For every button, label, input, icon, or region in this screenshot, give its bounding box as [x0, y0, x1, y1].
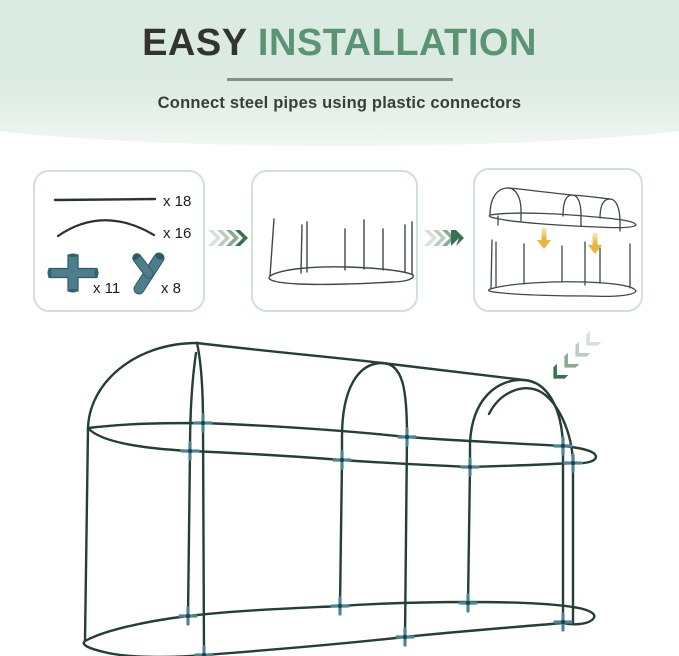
count-y-connector: x 8 — [161, 280, 182, 297]
count-curved-pipe: x 16 — [163, 225, 192, 242]
title-green: INSTALLATION — [257, 22, 537, 64]
header-background — [0, 0, 679, 146]
pipe-joints — [178, 413, 583, 656]
step-base-assembly-box — [251, 170, 418, 312]
curved-pipe-icon — [56, 219, 156, 238]
title-divider — [226, 77, 453, 81]
roof-attach-drawing — [488, 187, 637, 297]
down-arrow-icon — [537, 228, 602, 254]
subtitle: Connect steel pipes using plastic connec… — [157, 93, 522, 112]
straight-pipe-icon — [53, 197, 157, 202]
arrow-right-icon — [423, 229, 467, 247]
base-assembly-drawing — [268, 218, 414, 286]
page-title: EASY INSTALLATION — [0, 22, 679, 64]
step-roof-attach-box — [473, 168, 643, 312]
arrow-right-icon — [207, 229, 251, 247]
cross-connector-icon — [47, 253, 99, 293]
parts-glyphs — [47, 197, 165, 295]
parts-list-box: x 18 x 16 x 11 x 8 — [33, 170, 205, 312]
count-straight-pipe: x 18 — [163, 193, 192, 210]
header: EASY INSTALLATION Connect steel pipes us… — [0, 0, 679, 113]
y-connector-icon — [132, 252, 165, 295]
count-cross-connector: x 11 — [93, 280, 121, 297]
title-dark: EASY — [142, 22, 247, 64]
arrow-down-left-icon — [544, 330, 606, 389]
